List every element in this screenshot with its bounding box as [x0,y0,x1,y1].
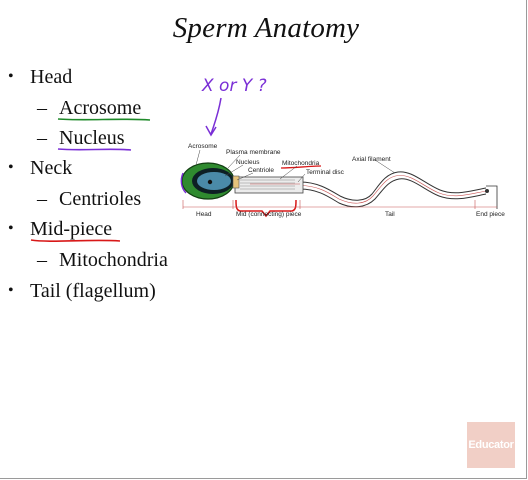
label-leader-lines [195,149,396,183]
bullet-label: Centrioles [59,188,142,210]
mitochondria-red-underline [280,165,322,169]
bullet-label: Mid-piece [30,218,113,240]
handwritten-arrowhead [205,125,217,137]
centriole-block [232,175,240,189]
label-end-piece: End piece [476,211,505,218]
label-terminal-disc: Terminal disc [306,169,345,176]
midpiece-sheath [234,176,304,194]
slide-title: Sperm Anatomy [172,12,360,44]
midpiece-underline [30,239,121,242]
mitochondria-spiral [240,179,295,190]
nucleus-inner [197,172,231,190]
nucleus-underline [57,148,132,151]
bullet-item-tail: • Tail (flagellum) [8,280,156,302]
label-acrosome: Acrosome [188,143,218,150]
label-tail: Tail [385,211,395,218]
dash-marker: – [37,249,47,271]
bullet-item-neck: • Neck [8,157,73,179]
bullet-item-acrosome: – Acrosome [37,97,142,119]
handwritten-x-or-y: X or Y ? [201,76,267,96]
bullet-item-centrioles: – Centrioles [37,188,142,210]
bullet-item-mitochondria: – Mitochondria [37,249,168,271]
bullet-item-midpiece: • Mid-piece [8,218,113,240]
nucleus-dot [207,179,213,185]
educator-logo: Educator [467,422,515,468]
label-plasma-membrane: Plasma membrane [226,149,281,156]
bullet-item-head: • Head [8,66,73,88]
bullet-label: Nucleus [59,127,125,149]
axial-filament-line [299,175,487,204]
label-head: Head [196,211,212,218]
midpiece-red-brace [235,199,297,218]
end-piece-dot [485,189,489,193]
bullet-item-nucleus: – Nucleus [37,127,125,149]
tail-outline-top [299,171,487,201]
label-nucleus: Nucleus [236,159,260,166]
label-mitochondria: Mitochondria [282,160,320,167]
bullet-dot: • [8,159,14,176]
handwritten-arrow [210,97,222,135]
bullet-label: Tail (flagellum) [30,280,156,302]
label-centriole: Centriole [248,167,274,174]
dash-marker: – [37,97,47,119]
bullet-label: Head [30,66,73,88]
label-mid-piece: Mid (connecting) piece [236,211,302,218]
dash-marker: – [37,188,47,210]
bullet-dot: • [8,220,14,237]
bullet-label: Neck [30,157,73,179]
acrosome-underline [57,118,151,121]
end-piece-bracket [486,185,498,209]
bullet-label: Acrosome [59,97,142,119]
label-axial-filament: Axial filament [352,156,391,163]
dash-marker: – [37,127,47,149]
tail-outline-bottom [299,178,487,208]
bullet-dot: • [8,68,14,85]
acrosome-purple-mark [180,172,187,194]
bullet-label: Mitochondria [59,249,168,271]
bullet-dot: • [8,282,14,299]
